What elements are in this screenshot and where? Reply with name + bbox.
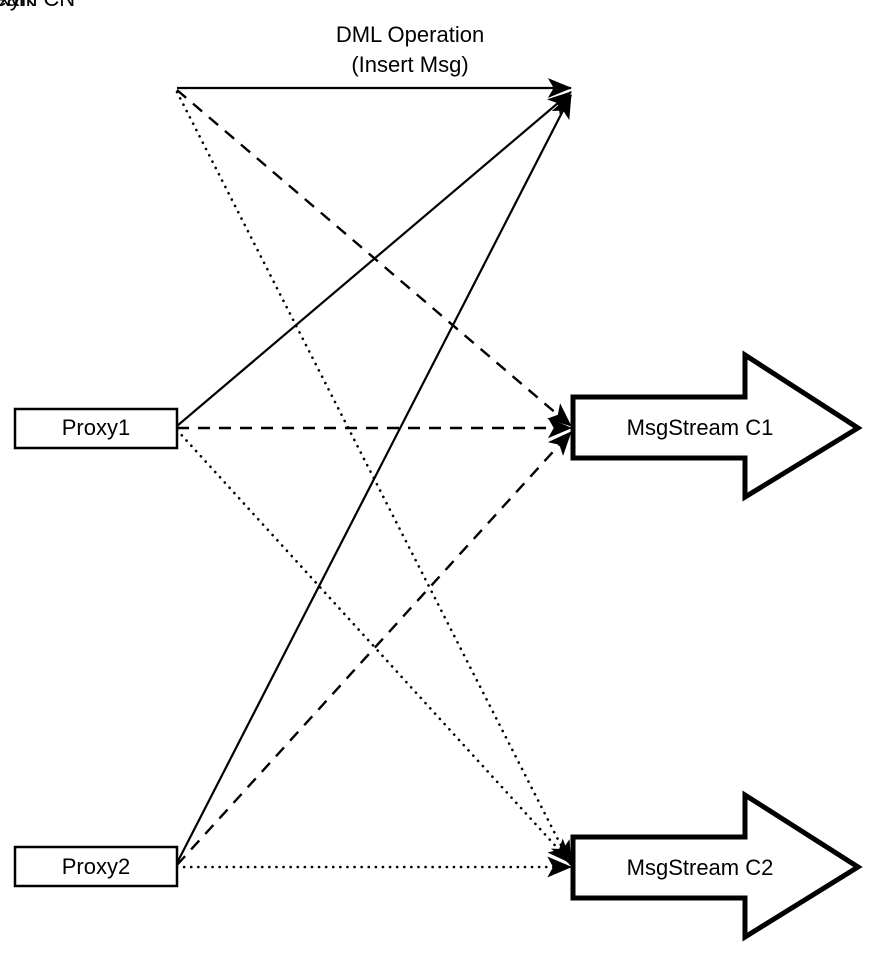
- proxy-label: Proxy1: [62, 415, 130, 440]
- edge-proxyk-to-stream-c2: [176, 431, 572, 866]
- proxy-label: Proxy2: [62, 854, 130, 879]
- edge-layer: [175, 78, 573, 878]
- block-arrow-icon: [570, 790, 863, 942]
- proxy-node-layer: Proxy1 Proxy2 ProxyK: [0, 0, 179, 888]
- stream-label: MsgStream CN: [0, 0, 75, 11]
- stream-label: MsgStream C2: [627, 855, 774, 880]
- stream-node-cn[interactable]: MsgStream CN: [0, 0, 75, 11]
- stream-node-c2[interactable]: MsgStream C2: [570, 790, 863, 942]
- stream-node-c1[interactable]: MsgStream C1: [570, 350, 863, 502]
- proxy-node-proxy1[interactable]: Proxy1: [13, 407, 179, 450]
- block-arrow-icon: [570, 350, 863, 502]
- proxy-box-rect: [13, 845, 179, 888]
- edge-annotation: DML Operation (Insert Msg): [336, 22, 484, 77]
- proxy-node-proxy2[interactable]: Proxy2: [13, 845, 179, 888]
- proxy-node-proxyk[interactable]: ProxyK: [0, 0, 36, 11]
- edge-annotation-line1: DML Operation: [336, 22, 484, 47]
- edge-annotation-line2: (Insert Msg): [351, 52, 468, 77]
- stream-node-layer: MsgStream C1 MsgStream C2 MsgStream CN: [0, 0, 863, 942]
- edge-proxy2-to-stream-c1: [176, 91, 572, 427]
- proxy-box-rect: [13, 407, 179, 450]
- proxy-label: ProxyK: [0, 0, 36, 11]
- edge-proxyk-to-stream-c1: [176, 94, 572, 864]
- edge-proxy2-to-stream-cn: [175, 428, 573, 865]
- stream-label: MsgStream C1: [627, 415, 774, 440]
